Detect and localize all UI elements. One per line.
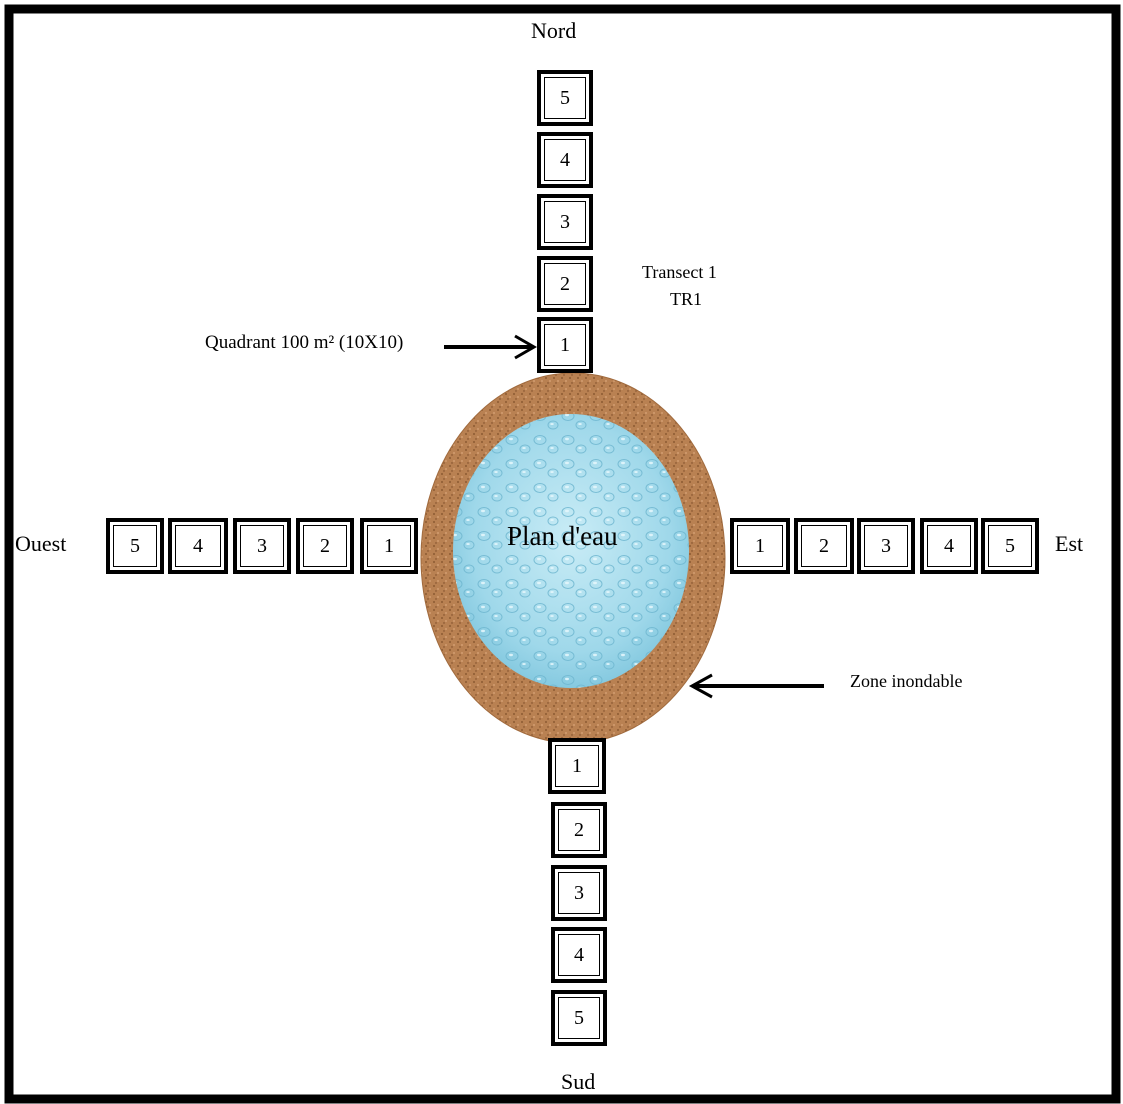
quadrant-south: 5: [551, 990, 607, 1046]
quadrant-west: 4: [168, 518, 228, 574]
quadrant-west: 2: [296, 518, 354, 574]
quadrant-south: 4: [551, 927, 607, 983]
quadrant-west: 3: [233, 518, 291, 574]
quadrant-west: 5: [106, 518, 164, 574]
quadrant-north: 4: [537, 132, 593, 188]
quadrant-east: 2: [794, 518, 854, 574]
quadrant-south: 2: [551, 802, 607, 858]
quadrant-north: 3: [537, 194, 593, 250]
quadrant-north: 2: [537, 256, 593, 312]
water-body-label: Plan d'eau: [507, 521, 618, 551]
quadrant-east: 1: [730, 518, 790, 574]
flood-zone-label: Zone inondable: [850, 671, 963, 691]
transect-label-line1: Transect 1: [642, 262, 717, 282]
outer-frame: [4, 4, 1121, 1104]
quadrant-north: 5: [537, 70, 593, 126]
quadrant-north: 1: [537, 317, 593, 373]
direction-west-label: Ouest: [15, 531, 67, 556]
direction-east-label: Est: [1055, 531, 1084, 556]
quadrant-south: 3: [551, 865, 607, 921]
transect-label-line2: TR1: [670, 289, 703, 309]
quadrant-label: Quadrant 100 m² (10X10): [205, 332, 404, 353]
quadrant-east: 4: [920, 518, 978, 574]
water-texture: [453, 414, 689, 688]
quadrant-west: 1: [360, 518, 418, 574]
quadrant-east: 5: [981, 518, 1039, 574]
direction-north-label: Nord: [531, 18, 577, 43]
quadrant-south: 1: [548, 738, 606, 794]
direction-south-label: Sud: [561, 1069, 596, 1094]
quadrant-east: 3: [857, 518, 915, 574]
flood-zone-arrow: [688, 673, 824, 699]
quadrant-arrow: [444, 334, 537, 360]
